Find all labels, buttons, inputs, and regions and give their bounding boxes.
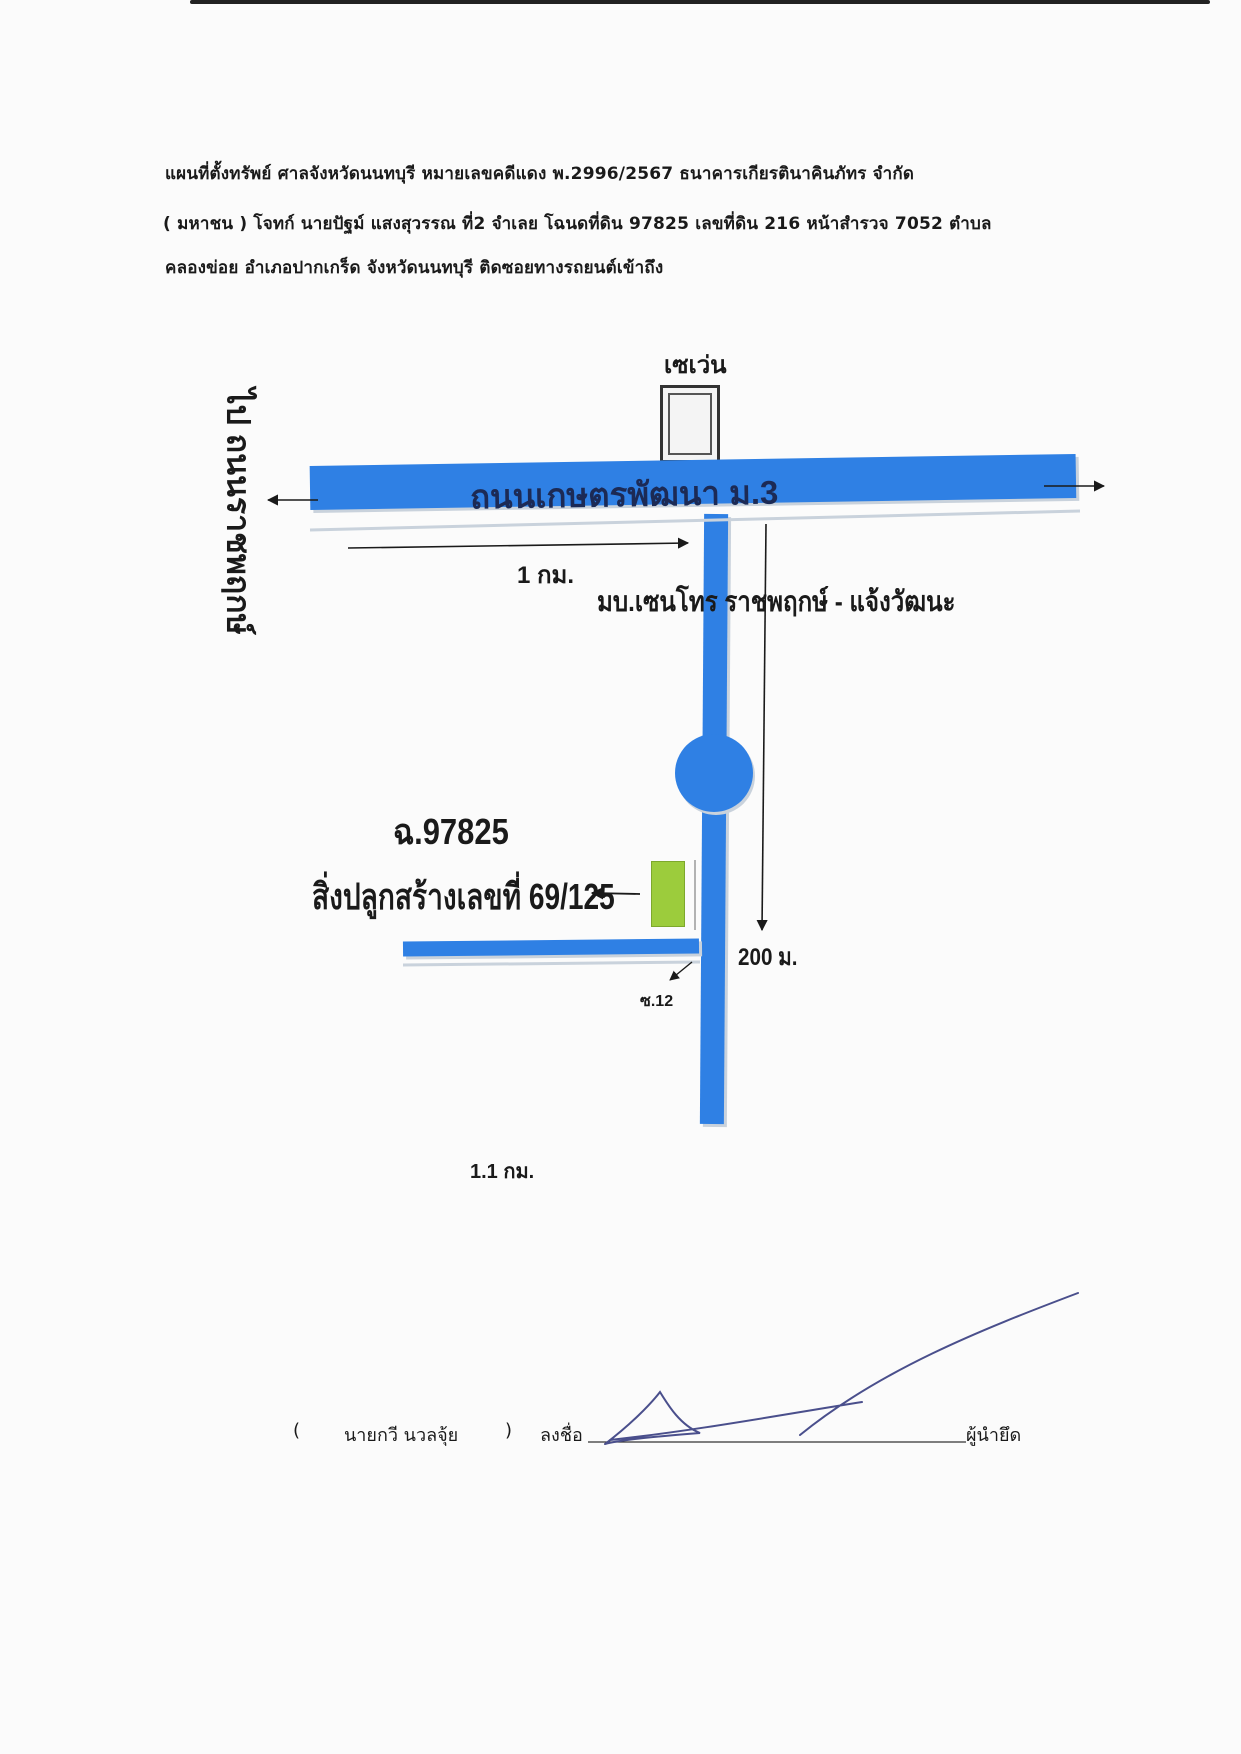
distance-200m-arrow	[756, 523, 768, 932]
handwritten-signature	[604, 1292, 1079, 1445]
roundabout	[675, 734, 753, 812]
building-label: สิ่งปลูกสร้างเลขที่ 69/125	[312, 876, 615, 917]
signature-open-paren: (	[293, 1420, 301, 1441]
soi-road-shadow	[402, 960, 701, 967]
soi-pointer-arrow	[669, 961, 693, 981]
signer-name: นายกวี นวลจุ้ย	[344, 1425, 459, 1446]
distance-total-label: 1.1 กม.	[470, 1161, 535, 1183]
landmark-label: เซเว่น	[664, 352, 727, 379]
sign-label: ลงชื่อ	[540, 1425, 583, 1446]
main-road-shadow	[309, 509, 1081, 532]
soi-label: ซ.12	[640, 993, 674, 1010]
header-line-3: คลองข่อย อำเภอปากเกร็ด จังหวัดนนทบุรี ติ…	[165, 258, 664, 278]
village-label: มบ.เซนโทร ราชพฤกษ์ - แจ้งวัฒนะ	[597, 586, 956, 617]
header-line-2: ( มหาชน ) โจทก์ นายปัฐม์ แสงสุวรรณ ที่2 …	[163, 214, 992, 234]
signer-role: ผู้นำยึด	[966, 1425, 1022, 1446]
landmark-building	[660, 385, 720, 463]
building-pointer-arrow	[590, 886, 641, 900]
signature-close-paren: )	[505, 1420, 513, 1441]
distance-200m-label: 200 ม.	[738, 944, 798, 971]
header-line-1: แผนที่ตั้งทรัพย์ ศาลจังหวัดนนทบุรี หมายเ…	[165, 164, 915, 184]
top-border-line	[190, 0, 1210, 4]
distance-1km-arrow	[347, 537, 690, 549]
distance-1km-label: 1 กม.	[517, 562, 575, 589]
plot-marker	[651, 861, 685, 927]
plot-number-label: ฉ.97825	[393, 811, 509, 852]
